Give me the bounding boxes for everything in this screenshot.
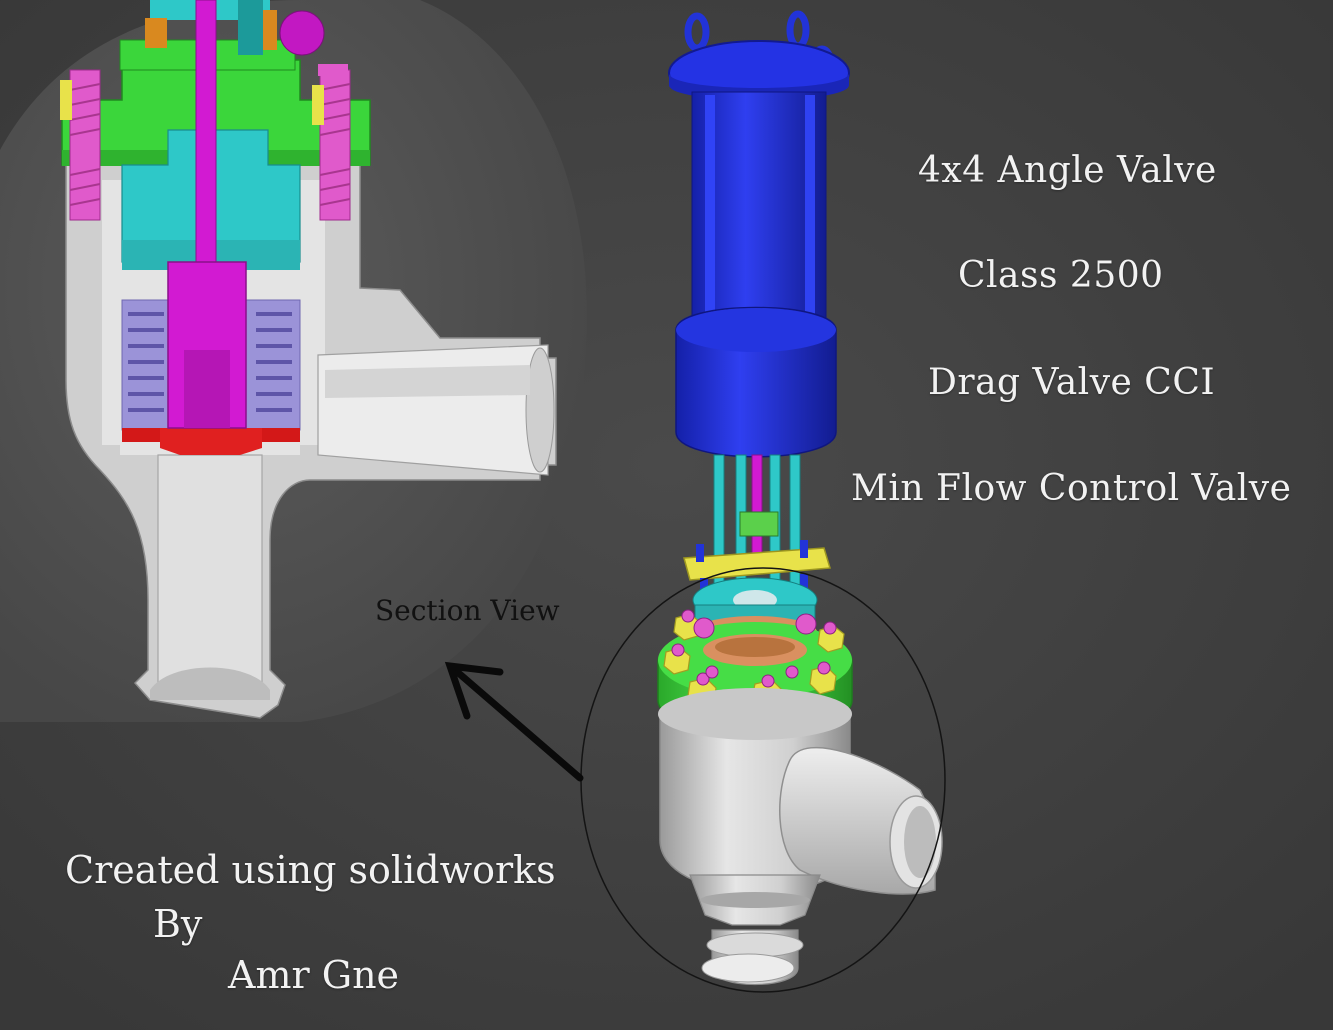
section-seat-center <box>160 428 262 455</box>
section-bolt-left-threads <box>69 83 101 206</box>
credit-by: By <box>153 902 203 946</box>
section-nut-right <box>312 85 324 125</box>
section-view-arrow <box>444 661 584 782</box>
section-drag-cage-slots <box>128 312 292 412</box>
stem-connector <box>739 511 779 537</box>
section-bolt-left <box>69 69 101 221</box>
section-nut-left <box>60 80 72 120</box>
outlet-bore <box>904 806 936 878</box>
section-stem <box>195 0 217 271</box>
section-outlet-bore <box>317 344 549 476</box>
credit-created-using: Created using solidworks <box>65 848 556 892</box>
flange-stud-caps <box>671 609 837 688</box>
credit-author: Amr Gne <box>228 953 400 997</box>
section-plug-bore <box>184 350 230 428</box>
section-top-orange <box>145 18 167 48</box>
section-outlet-bore-end <box>525 347 555 473</box>
assembled-valve-drawing <box>580 10 946 993</box>
section-top-teal <box>238 0 263 55</box>
section-bolt-right-threads <box>319 83 351 206</box>
section-top-knob <box>279 10 325 56</box>
title-angle-valve: 4x4 Angle Valve <box>918 150 1217 191</box>
valve-body-top-rim <box>658 688 852 740</box>
title-drag-valve: Drag Valve CCI <box>928 362 1216 403</box>
yoke-plate <box>683 547 831 581</box>
section-nut-top-right <box>318 64 348 76</box>
section-view-drawing <box>0 0 587 722</box>
title-min-flow: Min Flow Control Valve <box>851 468 1292 509</box>
actuator-lower-housing-top <box>676 308 836 352</box>
lower-neck-groove <box>700 892 810 908</box>
title-class-2500: Class 2500 <box>958 255 1164 296</box>
section-lower-bore <box>157 454 263 691</box>
lower-outlet-mouth <box>701 953 795 983</box>
section-lower-mouth <box>150 667 270 700</box>
lower-outlet-rim <box>706 932 804 958</box>
actuator-tie-rods <box>705 95 815 345</box>
section-bolt-right <box>319 69 351 221</box>
bonnet-flange-recess-inner <box>715 637 795 657</box>
section-outlet-shade <box>325 365 530 398</box>
section-view-label: Section View <box>375 594 560 627</box>
